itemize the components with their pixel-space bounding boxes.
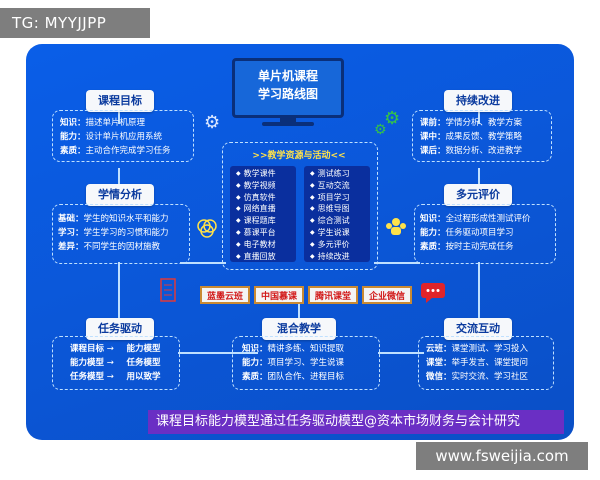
course-goal-heading: 课程目标 xyxy=(86,90,154,112)
connector xyxy=(378,352,424,354)
course-goal-row: 知识：描述单片机原理 xyxy=(60,118,146,128)
learner-analysis-row: 基础：学生的知识水平和能力 xyxy=(58,214,169,224)
task-driven-row: 任务模型 → 用以致学 xyxy=(70,372,161,382)
evaluation-row: 知识：全过程形成性测试评价 xyxy=(420,214,531,224)
task-driven-heading: 任务驱动 xyxy=(86,318,154,340)
monitor-base xyxy=(262,122,314,126)
resources-title: >>教学资源与活动<< xyxy=(252,151,346,161)
chat-icon xyxy=(420,282,446,308)
interaction-row: 微信：实时交流、学习社区 xyxy=(426,372,529,382)
platform-badge: 蓝墨云班 xyxy=(200,286,250,304)
interaction-box xyxy=(418,336,554,390)
gear-icon: ⚙ xyxy=(384,108,401,129)
interaction-row: 课堂：举手发言、课堂提问 xyxy=(426,358,529,368)
resources-panel xyxy=(222,142,378,270)
blended-teaching-box xyxy=(232,336,380,390)
evaluation-row: 素质：按时主动完成任务 xyxy=(420,242,514,252)
learner-analysis-heading: 学情分析 xyxy=(86,184,154,206)
resource-item: 综合测试 xyxy=(310,215,350,226)
improvement-heading: 持续改进 xyxy=(444,90,512,112)
watermark-top: TG: MYYJJPP xyxy=(0,8,150,38)
task-driven-row: 能力模型 → 任务模型 xyxy=(70,358,161,368)
interaction-heading: 交流互动 xyxy=(444,318,512,340)
platform-badge: 腾讯课堂 xyxy=(308,286,358,304)
resource-item: 多元评价 xyxy=(310,239,350,250)
learner-analysis-row: 差异：不同学生的因材施教 xyxy=(58,242,161,252)
improvement-row: 课中：成果反馈、教学策略 xyxy=(420,132,523,142)
interaction-row: 云班：课堂测试、学习投入 xyxy=(426,344,529,354)
diagram-title-line1: 单片机课程 xyxy=(257,69,318,83)
task-driven-row: 课程目标 → 能力模型 xyxy=(70,344,161,354)
connector xyxy=(118,168,120,186)
resource-item: 项目学习 xyxy=(310,192,350,203)
task-driven-box xyxy=(52,336,180,390)
resource-item: 学生说课 xyxy=(310,227,350,238)
title-monitor: 单片机课程 学习路线图 xyxy=(232,58,344,118)
blended-teaching-row: 素质：团队合作、进程目标 xyxy=(242,372,345,382)
learner-analysis-row: 学习：学生学习的习惯和能力 xyxy=(58,228,169,238)
course-goal-row: 素质：主动合作完成学习任务 xyxy=(60,146,171,156)
checklist-icon xyxy=(160,278,176,306)
evaluation-row: 能力：任务驱动项目学习 xyxy=(420,228,514,238)
resource-item: 测试练习 xyxy=(310,168,350,179)
gear-icon: ⚙ xyxy=(374,122,387,138)
improvement-row: 课前：学情分析、教学方案 xyxy=(420,118,523,128)
resource-item: 直播回放 xyxy=(236,251,276,262)
learner-analysis-box xyxy=(52,204,190,264)
gear-icon: ⚙ xyxy=(204,112,221,133)
resource-item: 慕课平台 xyxy=(236,227,276,238)
resource-item: 电子教材 xyxy=(236,239,276,250)
connector xyxy=(478,262,480,318)
blended-teaching-heading: 混合教学 xyxy=(262,318,336,340)
resource-item: 持续改进 xyxy=(310,251,350,262)
connector xyxy=(478,168,480,186)
evaluation-box xyxy=(414,204,556,264)
platform-badge: 企业微信 xyxy=(362,286,412,304)
connector xyxy=(374,262,420,264)
connector xyxy=(478,110,480,124)
evaluation-heading: 多元评价 xyxy=(444,184,512,206)
resource-item: 教学视频 xyxy=(236,180,276,191)
blended-teaching-row: 能力：项目学习、学生说课 xyxy=(242,358,345,368)
monitor-stand xyxy=(280,115,296,123)
resource-item: 思维导图 xyxy=(310,203,350,214)
blended-teaching-row: 知识：精讲多练、知识提取 xyxy=(242,344,345,354)
connector xyxy=(118,110,120,124)
improvement-row: 课后：数据分析、改进教学 xyxy=(420,146,523,156)
course-goal-row: 能力：设计单片机应用系统 xyxy=(60,132,163,142)
resource-item: 课程题库 xyxy=(236,215,276,226)
course-goal-box xyxy=(52,110,194,162)
team-icon xyxy=(384,216,408,242)
resource-item: 网络直播 xyxy=(236,203,276,214)
diagram-title-line2: 学习路线图 xyxy=(257,87,318,101)
resource-item: 仿真软件 xyxy=(236,192,276,203)
connector xyxy=(180,262,226,264)
venn-icon xyxy=(196,218,218,242)
diagram-caption: 课程目标能力模型通过任务驱动模型@资本市场财务与会计研究 xyxy=(148,410,564,434)
resource-item: 教学课件 xyxy=(236,168,276,179)
connector xyxy=(118,262,120,318)
resource-item: 互动交流 xyxy=(310,180,350,191)
connector xyxy=(178,352,258,354)
watermark-bottom: www.fsweijia.com xyxy=(416,442,588,470)
platform-badge: 中国慕课 xyxy=(254,286,304,304)
improvement-box xyxy=(412,110,552,162)
connector xyxy=(298,304,300,318)
